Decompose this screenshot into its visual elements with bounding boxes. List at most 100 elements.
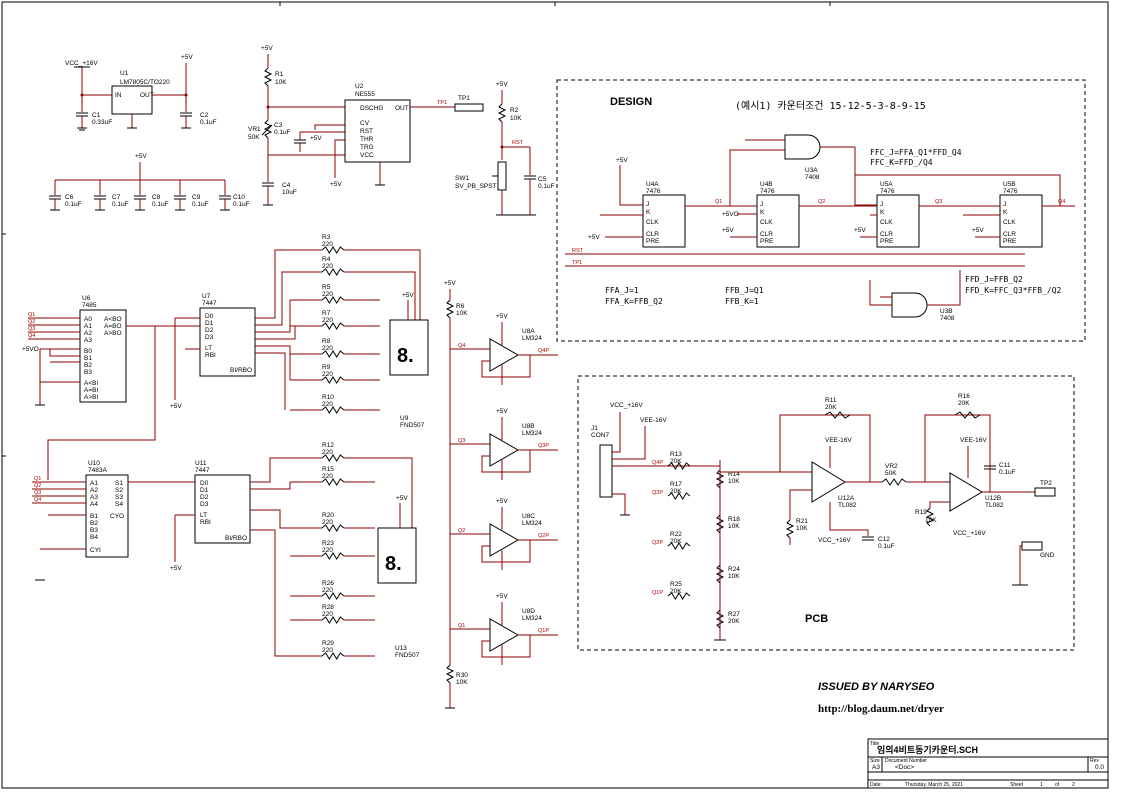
svg-text:A3: A3 (84, 337, 92, 344)
svg-text:Q1: Q1 (28, 312, 35, 318)
svg-text:RST: RST (360, 128, 373, 135)
svg-text:2: 2 (1072, 782, 1075, 788)
svg-text:0.1uF: 0.1uF (274, 129, 291, 136)
svg-text:RBI: RBI (205, 352, 216, 359)
svg-text:A1: A1 (84, 323, 92, 330)
resistor-ref: R10 (322, 394, 334, 401)
svg-text:B3: B3 (84, 369, 92, 376)
svg-text:LM324: LM324 (522, 430, 542, 437)
svg-text:U8A: U8A (522, 328, 535, 335)
svg-text:7485: 7485 (82, 302, 97, 309)
svg-text:+5V: +5V (396, 495, 408, 502)
svg-text:C3: C3 (274, 122, 283, 129)
svg-text:CON7: CON7 (591, 432, 609, 439)
svg-text:Q3: Q3 (28, 326, 35, 332)
svg-text:LM324: LM324 (522, 335, 542, 342)
svg-text:VR2: VR2 (885, 463, 898, 470)
svg-text:C12: C12 (878, 536, 890, 543)
svg-text:C9: C9 (192, 194, 201, 201)
svg-text:A>BI: A>BI (84, 394, 98, 401)
svg-text:7476: 7476 (646, 188, 661, 195)
svg-text:C5: C5 (538, 176, 547, 183)
buffer-opamp (489, 523, 520, 557)
resistor-ref: R4 (322, 256, 331, 263)
svg-text:R25: R25 (670, 581, 682, 588)
svg-text:10K: 10K (796, 525, 808, 532)
svg-text:D1: D1 (205, 320, 214, 327)
svg-text:A=BO: A=BO (104, 323, 122, 330)
resistor-value: 220 (322, 371, 333, 378)
svg-text:+5V: +5V (135, 153, 147, 160)
resistor-value: 220 (322, 241, 333, 248)
svg-text:0.1uF: 0.1uF (538, 183, 555, 190)
svg-text:1: 1 (1040, 782, 1043, 788)
svg-text:+5V: +5V (310, 135, 322, 142)
svg-text:R19: R19 (915, 509, 927, 516)
svg-text:K: K (760, 209, 765, 216)
svg-text:R17: R17 (670, 481, 682, 488)
svg-text:+5VO: +5VO (22, 346, 39, 353)
svg-text:+5V: +5V (496, 408, 508, 415)
svg-text:CV: CV (360, 120, 370, 127)
svg-text:Q2P: Q2P (652, 540, 663, 546)
resistor-value: 220 (322, 449, 333, 456)
svg-text:<Doc>: <Doc> (895, 764, 914, 771)
svg-text:CLR: CLR (760, 231, 773, 238)
svg-text:Q4: Q4 (28, 333, 35, 339)
svg-text:SW1: SW1 (455, 175, 469, 182)
svg-text:A3: A3 (90, 494, 98, 501)
svg-text:U5A: U5A (880, 181, 893, 188)
svg-text:CYO: CYO (110, 513, 124, 520)
svg-text:S4: S4 (115, 501, 123, 508)
svg-text:Q1: Q1 (34, 476, 41, 482)
svg-text:R30: R30 (456, 672, 468, 679)
svg-text:Q4P: Q4P (538, 348, 549, 354)
svg-text:Q3: Q3 (935, 199, 942, 205)
svg-text:of: of (1055, 782, 1060, 788)
svg-text:Sheet: Sheet (1010, 782, 1024, 788)
svg-text:50K: 50K (885, 470, 897, 477)
svg-text:+5V: +5V (181, 54, 193, 61)
svg-text:Document Number: Document Number (885, 758, 927, 764)
svg-text:0.1uF: 0.1uF (152, 201, 169, 208)
svg-text:VCC_+16V: VCC_+16V (65, 60, 98, 67)
svg-text:D0: D0 (200, 480, 209, 487)
svg-text:VCC_+16V: VCC_+16V (953, 530, 986, 537)
resistor-value: 220 (322, 317, 333, 324)
svg-text:LT: LT (200, 512, 207, 519)
svg-text:TP2: TP2 (1040, 480, 1052, 487)
svg-text:7408: 7408 (940, 315, 955, 322)
svg-text:NE555: NE555 (355, 91, 375, 98)
resistor-value: 220 (322, 519, 333, 526)
resistor-ref: R9 (322, 364, 331, 371)
svg-text:B2: B2 (84, 362, 92, 369)
resistor-ref: R23 (322, 540, 334, 547)
svg-text:A=BI: A=BI (84, 387, 98, 394)
svg-text:K: K (880, 209, 885, 216)
decoder-u11 (194, 474, 251, 544)
and-gate-u3b (891, 292, 928, 318)
svg-text:0.33uF: 0.33uF (92, 119, 112, 126)
svg-text:FFD_K=FFC_Q3*FFB_/Q2: FFD_K=FFC_Q3*FFB_/Q2 (965, 286, 1062, 295)
svg-text:IN: IN (115, 92, 122, 99)
resistor-ref: R15 (322, 466, 334, 473)
svg-text:A4: A4 (90, 501, 98, 508)
svg-text:Q2: Q2 (818, 199, 825, 205)
svg-text:C10: C10 (233, 194, 245, 201)
svg-text:+5V: +5V (854, 227, 866, 234)
svg-text:R18: R18 (728, 516, 740, 523)
svg-text:+5VO: +5VO (722, 211, 739, 218)
resistor-ref: R5 (322, 284, 331, 291)
svg-text:A>BO: A>BO (104, 330, 122, 337)
svg-text:FFB_K=1: FFB_K=1 (725, 297, 759, 306)
resistor-value: 220 (322, 345, 333, 352)
svg-text:CLR: CLR (1003, 231, 1016, 238)
svg-text:A2: A2 (90, 487, 98, 494)
svg-text:C7: C7 (112, 194, 121, 201)
svg-text:10K: 10K (456, 679, 468, 686)
svg-text:Q4: Q4 (34, 497, 41, 503)
